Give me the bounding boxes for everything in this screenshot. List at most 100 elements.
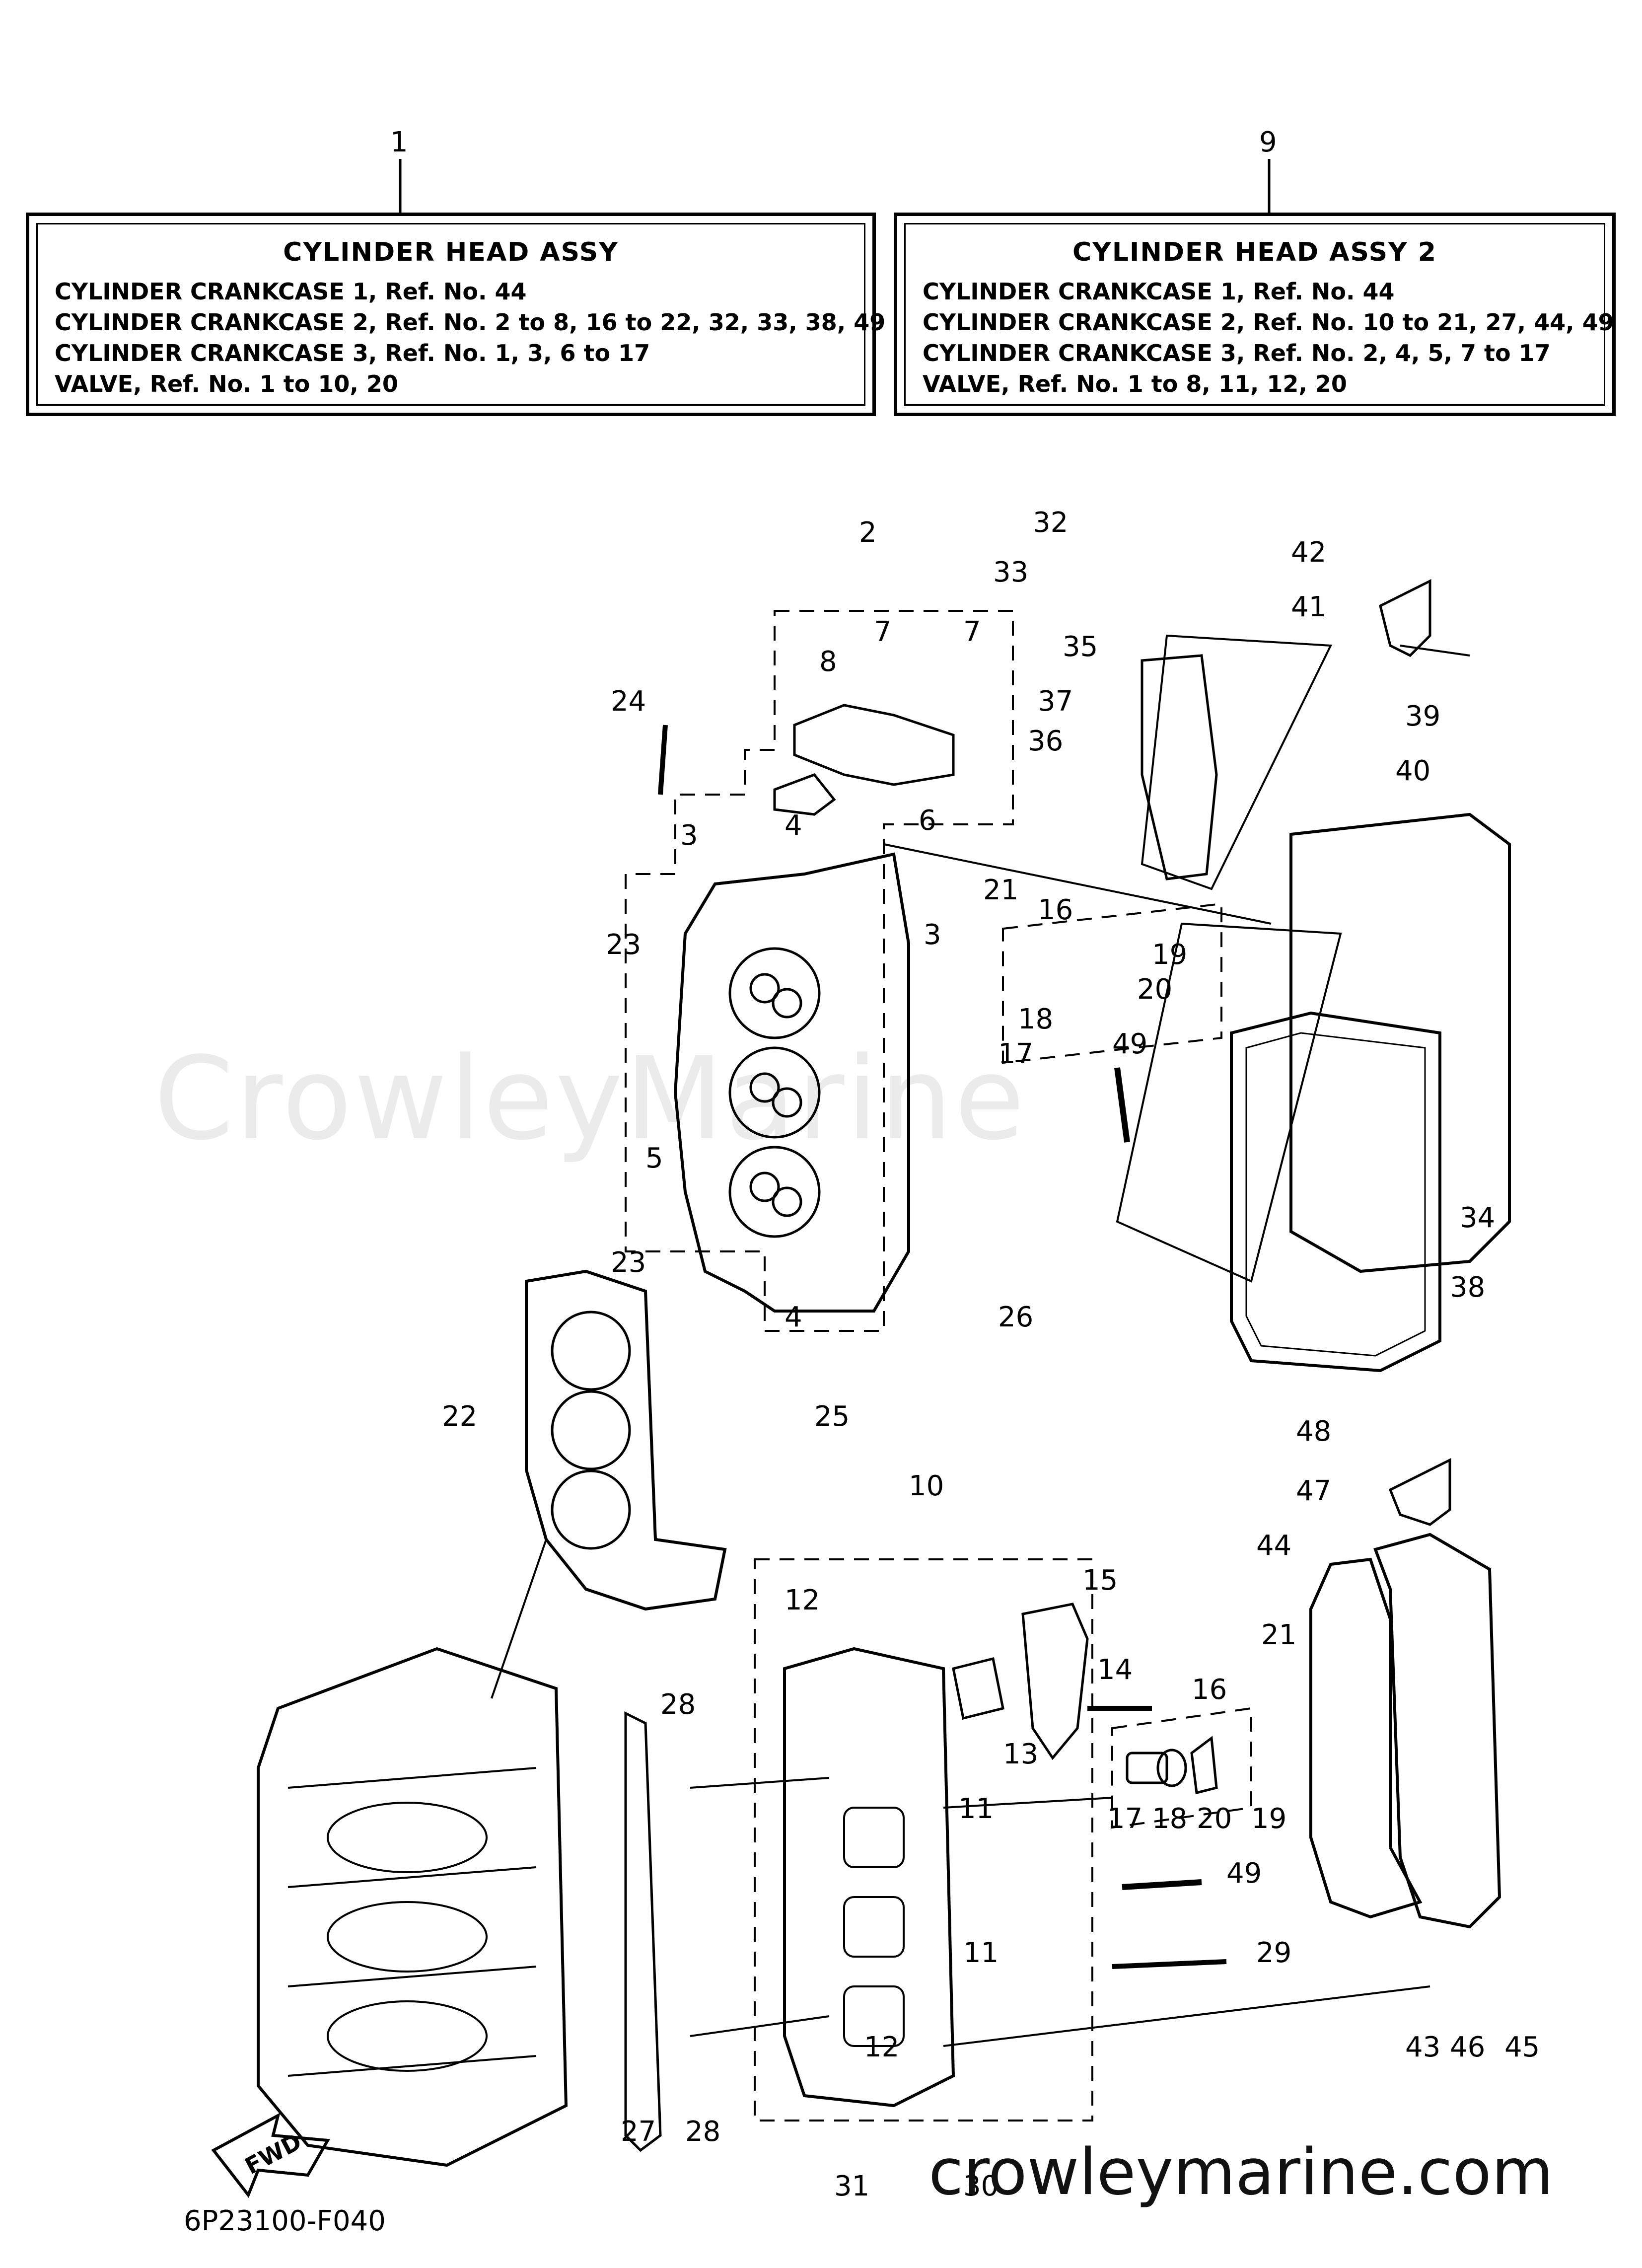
thermostat-cover-16: [1190, 1736, 1218, 1795]
valve-port: [749, 1171, 780, 1202]
callout-14: 14: [1097, 1654, 1133, 1686]
cylinder-cover-34: [1289, 812, 1511, 1273]
head-cover-35: [1141, 654, 1218, 880]
callout-26: 26: [998, 1301, 1034, 1333]
callout-4: 4: [785, 809, 802, 842]
info-box-line: CYLINDER CRANKCASE 1, Ref. No. 44: [923, 278, 1395, 305]
callout-23: 23: [606, 929, 642, 961]
info-box-cylinder-head-assy: CYLINDER HEAD ASSY CYLINDER CRANKCASE 1,…: [26, 213, 886, 416]
callout-41: 41: [1291, 591, 1327, 623]
gasket-bore: [551, 1390, 631, 1470]
callout-30: 30: [963, 2170, 999, 2202]
callout-31: 31: [834, 2170, 870, 2202]
info-box-line: CYLINDER CRANKCASE 2, Ref. No. 2 to 8, 1…: [55, 309, 886, 336]
gasket-bore: [551, 1311, 631, 1391]
callout-28: 28: [660, 1688, 696, 1721]
valve-port: [749, 973, 780, 1004]
callout-4b: 4: [785, 1301, 802, 1333]
group-outline-2: [625, 610, 1014, 1332]
callout-12b: 12: [864, 2031, 900, 2063]
callout-3b: 3: [924, 919, 941, 951]
info-box-line: CYLINDER CRANKCASE 1, Ref. No. 44: [55, 278, 527, 305]
callout-2: 2: [859, 516, 877, 549]
info-box-line: CYLINDER CRANKCASE 2, Ref. No. 10 to 21,…: [923, 309, 1614, 336]
callout-28b: 28: [685, 2116, 721, 2148]
info-box-title: CYLINDER HEAD ASSY: [283, 237, 619, 267]
callout-33: 33: [993, 556, 1029, 588]
callout-49b: 49: [1226, 1857, 1262, 1890]
camshaft-cap-small: [952, 1657, 1004, 1720]
group-outline-16-upper: [1002, 902, 1222, 1064]
block-bore: [327, 2000, 488, 2072]
callout-34: 34: [1460, 1202, 1496, 1234]
callout-38: 38: [1450, 1271, 1486, 1304]
callout-11: 11: [958, 1793, 994, 1825]
spark-plug-49: [1122, 1879, 1202, 1890]
callout-19: 19: [1152, 939, 1188, 971]
gasket-bore: [551, 1469, 631, 1550]
valve-port: [772, 988, 802, 1019]
callout-37: 37: [1038, 685, 1073, 718]
valve-port: [772, 1087, 802, 1118]
head-chamber: [843, 1807, 905, 1868]
thermostat-seal-18: [1156, 1749, 1187, 1787]
callout-17: 17: [998, 1038, 1034, 1070]
combustion-chamber: [728, 1146, 821, 1238]
callout-17b: 17: [1107, 1803, 1143, 1835]
leader-line: [690, 1777, 830, 1789]
camshaft-cap-lower: [773, 773, 836, 816]
leader-line: [943, 1797, 1113, 1809]
callout-46: 46: [1450, 2031, 1486, 2063]
callout-13: 13: [1003, 1738, 1039, 1770]
info-box-line: VALVE, Ref. No. 1 to 10, 20: [55, 370, 398, 397]
head-gasket-22: [525, 1269, 727, 1611]
spark-plug-49-upper: [1114, 1067, 1130, 1143]
leader-line: [491, 1539, 547, 1699]
callout-19b: 19: [1251, 1803, 1287, 1835]
callout-18b: 18: [1152, 1803, 1188, 1835]
bolt-29: [1112, 1959, 1227, 1969]
callout-box-ref-9: 9: [1259, 126, 1277, 158]
group-outline-10: [754, 1558, 1093, 2122]
diagram-code: 6P23100-F040: [184, 2205, 386, 2237]
callout-44: 44: [1256, 1530, 1292, 1562]
callout-8: 8: [819, 646, 837, 678]
gasket-38-inner: [1245, 1032, 1426, 1357]
cylinder-head-upper: [673, 852, 910, 1313]
gasket-38: [1230, 1011, 1441, 1373]
gasket-27: [624, 1711, 662, 2152]
info-box-line: CYLINDER CRANKCASE 3, Ref. No. 1, 3, 6 t…: [55, 340, 650, 366]
valve-port: [772, 1186, 802, 1217]
leader-line: [943, 1985, 1430, 2047]
head-cover-outline: [1141, 634, 1333, 890]
head-chamber: [843, 1985, 905, 2047]
cover-leader-polygon: [1116, 922, 1342, 1283]
camshaft-cap-13: [1021, 1603, 1089, 1760]
callout-21b: 21: [1261, 1619, 1297, 1651]
info-box-inner: CYLINDER HEAD ASSY CYLINDER CRANKCASE 1,…: [36, 223, 886, 406]
block-bore: [327, 1901, 488, 1973]
callout-45: 45: [1504, 2031, 1540, 2063]
cylinder-block: [257, 1647, 568, 2167]
leader-line: [690, 2015, 830, 2037]
callout-23b: 23: [611, 1246, 646, 1279]
callout-25: 25: [814, 1400, 850, 1433]
callout-16b: 16: [1192, 1674, 1227, 1706]
thermostat-17: [1126, 1752, 1168, 1784]
callout-box-ref-1: 1: [390, 126, 408, 158]
callout-12: 12: [785, 1584, 820, 1616]
callout-35: 35: [1063, 631, 1098, 663]
info-box-line: CYLINDER CRANKCASE 3, Ref. No. 2, 4, 5, …: [923, 340, 1551, 366]
combustion-chamber: [728, 947, 821, 1039]
callout-39: 39: [1405, 700, 1441, 732]
callout-5: 5: [645, 1142, 663, 1174]
gasket-44: [1309, 1557, 1423, 1919]
info-box-cylinder-head-assy-2: CYLINDER HEAD ASSY 2 CYLINDER CRANKCASE …: [894, 213, 1616, 416]
callout-3: 3: [680, 819, 698, 852]
info-box-inner: CYLINDER HEAD ASSY 2 CYLINDER CRANKCASE …: [904, 223, 1614, 406]
bracket-47: [1388, 1458, 1451, 1526]
callout-15: 15: [1082, 1564, 1118, 1597]
info-box-title: CYLINDER HEAD ASSY 2: [1072, 237, 1437, 267]
callout-21: 21: [983, 874, 1019, 906]
